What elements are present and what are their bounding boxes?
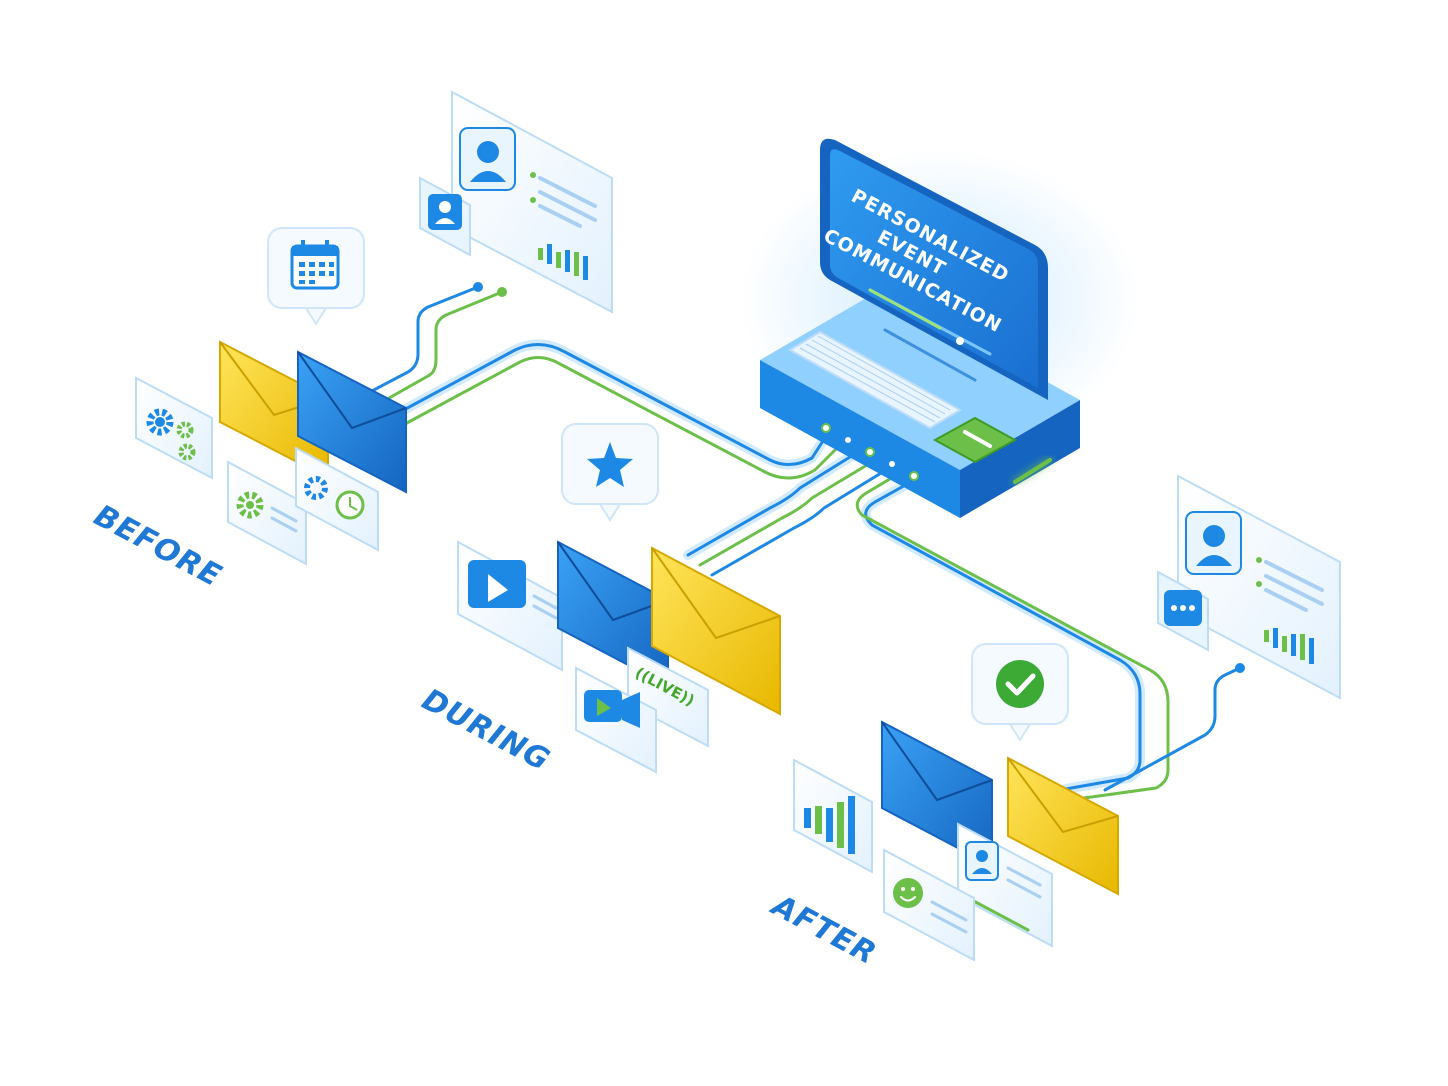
during-group: ((LIVE)) DURING <box>416 423 781 778</box>
laptop-icon: PERSONALIZED EVENT COMMUNICATION <box>740 138 1140 518</box>
feedback-card <box>883 848 975 962</box>
bar-chart-icon <box>538 244 588 280</box>
chat-card <box>1157 570 1209 652</box>
phase-label-before: BEFORE <box>88 498 227 594</box>
avatar-card <box>419 176 471 257</box>
line-after-profile <box>1103 666 1242 792</box>
calendar-bubble <box>267 227 365 326</box>
envelope-icon <box>557 540 781 716</box>
video-camera-icon <box>584 690 640 728</box>
calendar-icon <box>290 240 340 290</box>
video-card <box>457 540 563 672</box>
profile-card-after <box>1157 474 1341 700</box>
profile-card-before <box>419 90 613 314</box>
camera-card <box>575 666 657 774</box>
settings-card <box>227 460 307 566</box>
line-before-profile-green <box>380 290 504 404</box>
line-after-green <box>855 468 1170 802</box>
gear-card <box>135 376 213 480</box>
phase-label-after: AFTER <box>764 887 882 972</box>
line-before-profile-blue <box>368 285 480 394</box>
line-before-green <box>403 356 847 480</box>
chat-dots-icon <box>1171 605 1195 611</box>
connector-lines <box>368 282 1245 802</box>
gear-icon <box>146 408 196 461</box>
phase-label-during: DURING <box>416 682 555 778</box>
contact-card <box>957 822 1053 948</box>
clock-icon <box>335 490 365 520</box>
keyboard <box>788 330 962 430</box>
stats-card <box>793 758 873 874</box>
profile-icon <box>459 127 516 191</box>
star-bubble <box>561 423 659 522</box>
laptop-screen: PERSONALIZED EVENT COMMUNICATION <box>820 138 1048 400</box>
play-icon <box>468 560 526 608</box>
line-during-green <box>698 460 874 567</box>
bar-chart-icon <box>1264 628 1314 664</box>
star-icon <box>587 442 633 487</box>
touch-pad <box>932 416 1018 464</box>
check-icon <box>996 660 1044 708</box>
smiley-icon <box>893 878 923 908</box>
clock-card <box>295 446 379 552</box>
check-bubble <box>971 643 1069 742</box>
after-group: AFTER <box>764 474 1341 972</box>
profile-icon <box>1185 511 1242 575</box>
bar-chart-icon <box>804 796 855 854</box>
